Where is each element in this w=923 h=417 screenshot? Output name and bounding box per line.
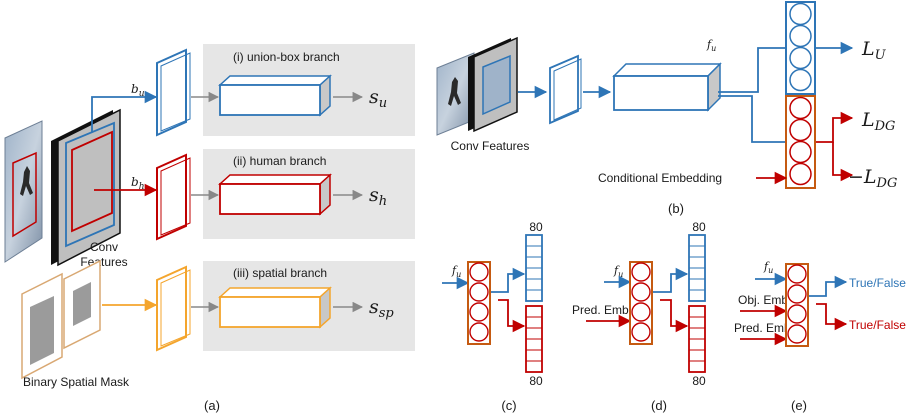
union-branch-box (218, 74, 332, 117)
f-u-label-e: fu (763, 260, 773, 275)
b-split-top (718, 47, 786, 93)
L-U-label: LU (861, 38, 887, 63)
e-pred-emb-label: Pred. Emb. (734, 321, 794, 335)
e-orange-column (785, 263, 809, 347)
panel-c: fu 80 80 (c) (442, 220, 543, 413)
e-bottom-arrow (816, 303, 848, 331)
d-blue-vector (688, 234, 706, 302)
L-DG-label: LDG (861, 109, 895, 134)
binary-spatial-mask (21, 259, 101, 380)
c-bottom-count: 80 (529, 374, 543, 388)
union-pooled-feature (156, 48, 187, 137)
c-red-vector (525, 305, 543, 373)
spatial-pooled-feature (156, 265, 187, 352)
input-image (4, 120, 43, 263)
caption-c: (c) (501, 398, 516, 413)
c-top-count: 80 (529, 220, 543, 234)
d-top-count: 80 (692, 220, 706, 234)
f-u-label-b: fu (706, 38, 716, 53)
c-orange-column (467, 261, 491, 345)
e-obj-emb-label: Obj. Emb. (738, 293, 791, 307)
d-pred-emb-label: Pred. Emb (572, 303, 629, 317)
union-branch-title: (i) union-box branch (233, 50, 340, 64)
human-pooled-feature (156, 153, 187, 241)
panel-e: fu Obj. Emb. Pred. Emb. True/False True/… (734, 260, 906, 413)
human-branch-box (218, 173, 332, 216)
caption-b: (b) (668, 201, 684, 216)
e-true-false-bottom: True/False (849, 318, 906, 332)
b-negLDG-arrow (832, 142, 854, 182)
binary-spatial-mask-label: Binary Spatial Mask (23, 375, 130, 389)
conv-features-b (436, 36, 518, 136)
conv-features-b-label: Conv Features (451, 139, 530, 153)
spatial-branch-box (218, 286, 332, 329)
s-u-label: su (369, 86, 387, 111)
union-pool-arrow (91, 90, 158, 132)
conv-feature-map (51, 108, 121, 267)
d-bottom-count: 80 (692, 374, 706, 388)
c-top-arrow (491, 267, 526, 293)
b-u-label: bu (131, 82, 145, 99)
b-blue-column (785, 1, 816, 95)
s-sp-label: ssp (369, 296, 394, 321)
e-top-arrow (809, 275, 848, 297)
panel-b: Conv Features fu LU (436, 1, 897, 216)
b-h-label: bh (131, 175, 144, 192)
f-u-label-d: fu (613, 264, 623, 279)
f-u-label-c: fu (451, 264, 461, 279)
conv-features-label-line1: Conv (90, 240, 118, 254)
b-LDG-arrow (816, 111, 854, 143)
d-bottom-arrow (660, 299, 689, 333)
caption-e: (e) (791, 398, 807, 413)
e-true-false-top: True/False (849, 276, 906, 290)
d-top-arrow (653, 267, 689, 293)
b-orange-column (785, 95, 816, 189)
s-h-label: sh (369, 184, 387, 209)
panel-a: Conv Features bu bh Binary Spatial Mask … (4, 44, 415, 413)
caption-d: (d) (651, 398, 667, 413)
d-red-vector (688, 305, 706, 373)
b-feature-box (612, 62, 722, 112)
c-bottom-arrow (498, 299, 526, 333)
d-orange-column (629, 261, 653, 345)
c-blue-vector (525, 234, 543, 302)
b-pooled-feature (549, 54, 579, 125)
panel-d: fu Pred. Emb 80 80 (d) (572, 220, 706, 413)
conditional-embedding-label: Conditional Embedding (598, 171, 722, 185)
human-branch-title: (ii) human branch (233, 154, 326, 168)
neg-L-DG-label: −LDG (848, 166, 897, 191)
caption-a: (a) (204, 398, 220, 413)
b-split-bottom (718, 95, 786, 143)
spatial-branch-title: (iii) spatial branch (233, 266, 327, 280)
